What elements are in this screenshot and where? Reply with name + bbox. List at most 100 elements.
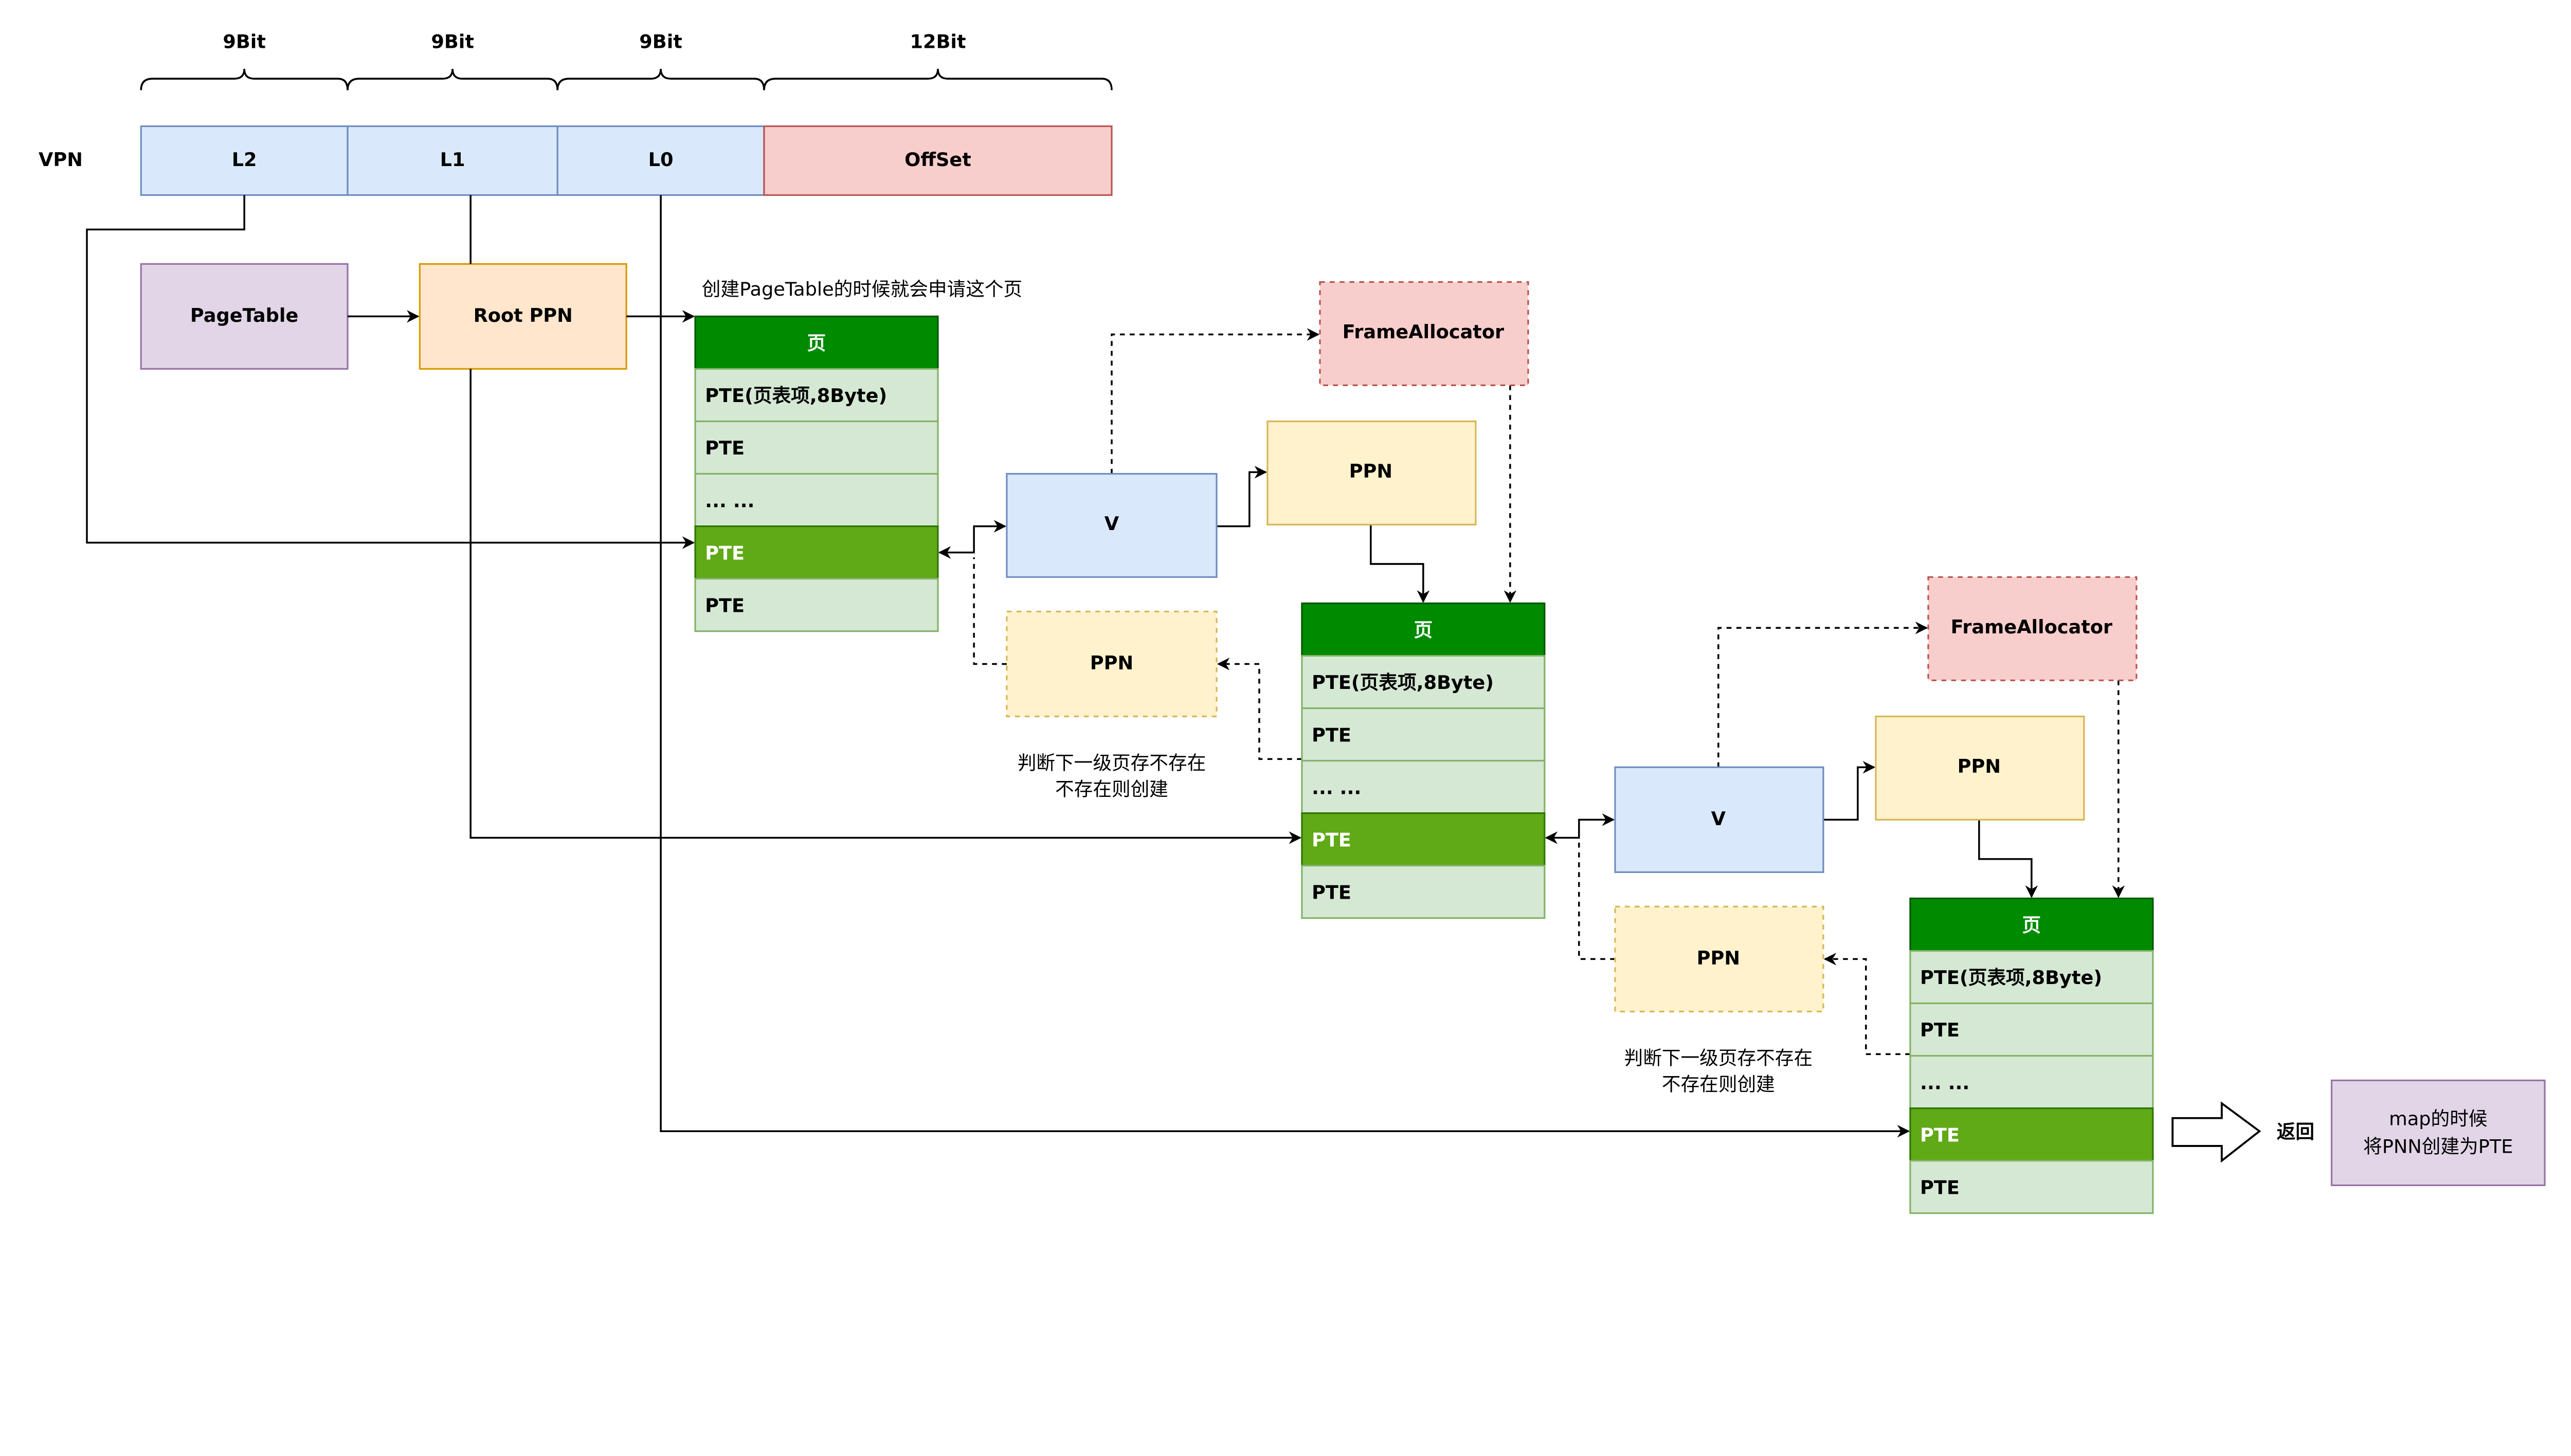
level2-note-line2: 不存在则创建 [1662,1073,1775,1095]
pte-row-label: PTE(页表项,8Byte) [1312,671,1494,694]
v1-label: V [1105,513,1119,535]
ppn2-dashed-box [1614,905,1824,1013]
page3-to-ppn2-dashed-arrow [1823,953,1910,1055]
vpn-l0-box [556,125,765,196]
pte-row [694,472,939,527]
pte-row [1909,1160,2154,1214]
vpn-l1-label: L1 [440,149,465,171]
return-arrow-icon [2171,1101,2261,1163]
bit-label-l1: 9Bit [431,30,474,52]
ppn2-label: PPN [1958,755,2001,777]
pte-row [694,420,939,475]
ppn1-dashed-label: PPN [1090,652,1133,674]
v1-to-ppn1-arrow [1217,466,1268,527]
result-line1: map的时候 [2389,1107,2487,1130]
vpn-offset-label: OffSet [904,149,971,171]
pte-row [1909,1054,2154,1109]
pte-row-label: PTE [705,594,745,616]
result-line2: 将PNN创建为PTE [2363,1136,2513,1158]
page2-to-ppn1-dashed-arrow [1217,658,1302,760]
pte-row-label: ... ... [1312,776,1361,798]
root-ppn-label: Root PPN [474,304,573,326]
vpn-l2-label: L2 [232,149,257,171]
pte-row [1301,865,1546,919]
vpn-l1-box [347,125,558,196]
ppn2-box [1875,715,2085,821]
frame-allocator1-label: FrameAllocator [1343,321,1505,343]
page-tables: 页 PTE(页表项,8Byte) PTE ... ... PTE PTE 页 PTE(页表项,… [694,315,2154,1214]
frame-allocator1-box [1319,281,1529,386]
v2-box [1614,766,1824,873]
root-ppn-box [419,263,627,370]
vpn-offset-box [763,125,1113,196]
result-box [2330,1079,2546,1187]
ppn1-box [1266,420,1477,526]
page-header-label: 页 [1414,619,1433,641]
level1-note-line2: 不存在则创建 [1055,778,1168,800]
page-header-label: 页 [807,332,826,354]
pte-row-label: PTE [1920,1019,1960,1041]
v1-to-allocator1-arrow [1111,328,1320,474]
pte-row-label: PTE(页表项,8Byte) [705,385,887,407]
pte-row-label: PTE [705,437,745,459]
ppn1-dashed-box [1006,610,1218,718]
bit-label-offset: 12Bit [910,30,966,52]
page-table-1: 页 PTE(页表项,8Byte) PTE ... ... PTE PTE [694,315,939,632]
page-header [1909,897,2154,952]
connectors [86,195,2125,1138]
vpn-l2-box [140,125,349,196]
v1-box [1006,472,1218,578]
level1-note-line1: 判断下一级页存不存在 [1018,752,1206,774]
pte-row-label: PTE [1312,829,1351,851]
ppn1-dashed-to-pte1 [973,557,1007,665]
pte-row [694,368,939,423]
pte-row [1301,759,1546,814]
page-table-2: 页 PTE(页表项,8Byte) PTE ... ... PTE PTE [1301,602,1546,919]
braces [140,68,1113,90]
pte-row [1301,654,1546,709]
l0-index-arrow [660,195,1910,1138]
frame-allocator2-box [1927,576,2138,681]
create-note: 创建PageTable的时候就会申请这个页 [702,278,1022,300]
pte-row-label: PTE [1312,724,1351,746]
bit-label-l0: 9Bit [639,30,682,52]
pte-row-selected [694,525,939,580]
v2-pte2-arrow [1545,813,1615,844]
pte-row-label: PTE [1920,1124,1960,1146]
ppn2-to-page3-arrow [1978,820,2038,898]
pte-row-label: PTE [705,542,745,564]
frame-allocator2-label: FrameAllocator [1951,616,2113,638]
v1-pte1-arrow [938,520,1007,559]
pte-row-label: PTE [1920,1176,1960,1198]
pte-row-selected [1909,1107,2154,1162]
page-table-3: 页 PTE(页表项,8Byte) PTE ... ... PTE PTE [1909,897,2154,1214]
ppn1-label: PPN [1349,460,1392,482]
v2-to-allocator2-arrow [1717,622,1928,768]
page-header-label: 页 [2022,914,2041,936]
pte-row-label: PTE(页表项,8Byte) [1920,967,2102,989]
ppn2-dashed-to-pte2 [1578,843,1615,960]
bit-label-l2: 9Bit [223,30,266,52]
ppn1-to-page2-arrow [1370,524,1430,603]
pagetable-label: PageTable [190,304,298,326]
pte-row-label: ... ... [1920,1071,1969,1094]
v2-to-ppn2-arrow [1823,761,1876,821]
pte-row-label: PTE [1312,881,1351,903]
v2-label: V [1711,808,1726,830]
pte-row [1909,950,2154,1005]
return-label: 返回 [2277,1121,2314,1143]
l1-index-arrow [469,195,1300,838]
vpn-label: VPN [39,149,83,171]
pte-row [1301,707,1546,762]
pte-row-label: ... ... [705,489,754,512]
page-header [694,315,939,370]
pte-row-selected [1301,812,1546,867]
ppn2-dashed-label: PPN [1697,947,1740,969]
pte-row [694,578,939,632]
l2-index-arrow [86,195,695,549]
level2-note-line1: 判断下一级页存不存在 [1624,1047,1813,1069]
pagetable-box [140,263,349,370]
vpn-l0-label: L0 [648,149,674,171]
page-table-diagram: 9Bit 9Bit 9Bit 12Bit VPN L2 L1 L0 OffSet… [39,30,2546,1214]
pte-row [1909,1002,2154,1057]
